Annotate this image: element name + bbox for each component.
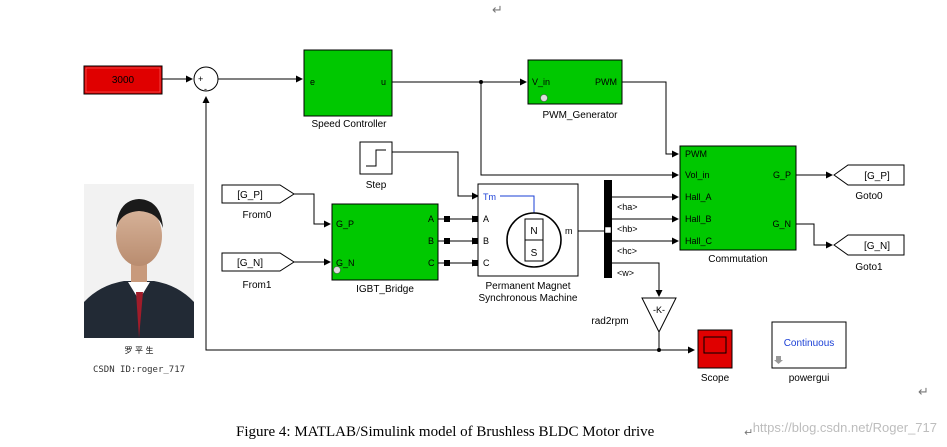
commutation-label: Commutation [708, 254, 767, 265]
sum-block[interactable]: + - [193, 66, 219, 94]
return-mark-top: ↵ [492, 3, 503, 18]
goto0-tag: [G_P] [864, 171, 890, 182]
bus-signal-ha: <ha> [617, 202, 638, 212]
igbt-in-port-gp: G_P [336, 219, 354, 229]
caption-return-mark: ↵ [744, 426, 753, 439]
sum-minus-sign: - [204, 84, 207, 94]
igbt-bridge-label: IGBT_Bridge [356, 284, 414, 295]
commutation-in-pwm: PWM [685, 149, 707, 159]
author-photo: 罗 平 生 CSDN ID:roger_717 [84, 184, 194, 375]
goto1-tag: [G_N] [864, 241, 890, 252]
photo-name: 罗 平 生 [124, 345, 153, 355]
pwm-generator-block[interactable]: V_in PWM PWM_Generator [527, 59, 623, 121]
photo-csdn-id: CSDN ID:roger_717 [93, 365, 185, 375]
bus-signal-hb: <hb> [617, 224, 638, 234]
pwm-generator-out-port: PWM [595, 77, 617, 87]
sum-plus-sign: + [198, 74, 203, 84]
pwm-generator-power-icon [540, 94, 548, 102]
igbt-out-port-b: B [428, 236, 434, 246]
commutation-out-gn: G_N [772, 219, 791, 229]
commutation-in-hall-b: Hall_B [685, 214, 712, 224]
powergui-text: Continuous [784, 338, 835, 349]
from1-block[interactable]: [G_N] From1 [221, 252, 295, 291]
figure-caption: Figure 4: MATLAB/Simulink model of Brush… [236, 424, 655, 440]
step-icon [366, 149, 386, 167]
from0-label: From0 [243, 210, 272, 221]
powergui-label: powergui [789, 373, 830, 384]
gain-label: rad2rpm [591, 316, 628, 327]
goto0-label: Goto0 [855, 191, 883, 202]
powergui-arrow-icon [774, 356, 783, 364]
from1-tag: [G_N] [237, 258, 263, 269]
pmsm-port-a: A [483, 214, 489, 224]
step-label: Step [366, 180, 387, 191]
watermark: https://blog.csdn.net/Roger_717 [753, 420, 937, 435]
bus-selector-block[interactable]: <ha> <hb> <hc> <w> [604, 180, 638, 278]
igbt-out-port-c: C [428, 258, 435, 268]
pmsm-label-line2: Synchronous Machine [479, 293, 578, 304]
return-mark-right: ↵ [918, 385, 929, 400]
speed-controller-in-port: e [310, 77, 315, 87]
from1-label: From1 [243, 280, 272, 291]
goto1-block[interactable]: [G_N] Goto1 [833, 234, 905, 273]
constant-value: 3000 [112, 75, 135, 86]
igbt-in-port-gn: G_N [336, 258, 355, 268]
from0-tag: [G_P] [237, 190, 263, 201]
step-block[interactable]: Step [359, 141, 393, 191]
gain-block[interactable]: -K- rad2rpm [591, 297, 677, 334]
speed-controller-label: Speed Controller [311, 119, 387, 130]
commutation-in-hall-a: Hall_A [685, 192, 712, 202]
speed-controller-out-port: u [381, 77, 386, 87]
pwm-generator-label: PWM_Generator [542, 110, 618, 121]
pmsm-block[interactable]: Tm A B C m N S Permanent Magnet Synchron… [472, 183, 579, 304]
commutation-out-gp: G_P [773, 170, 791, 180]
scope-screen-icon [703, 336, 727, 354]
powergui-block[interactable]: Continuous powergui [771, 321, 847, 384]
pmsm-port-c: C [483, 258, 490, 268]
igbt-power-icon [333, 266, 341, 274]
pmsm-pole-n: N [530, 226, 537, 237]
scope-block[interactable]: Scope [697, 329, 733, 384]
pmsm-port-m: m [565, 226, 573, 236]
pmsm-label-line1: Permanent Magnet [485, 281, 570, 292]
pmsm-port-b: B [483, 236, 489, 246]
commutation-block[interactable]: PWM Vol_in Hall_A Hall_B Hall_C G_P G_N … [679, 145, 797, 265]
commutation-in-vol: Vol_in [685, 170, 710, 180]
gain-value: -K- [653, 305, 665, 315]
bus-signal-hc: <hc> [617, 246, 637, 256]
pwm-generator-in-port: V_in [532, 77, 550, 87]
bus-signal-w: <w> [617, 268, 634, 278]
igbt-bridge-block[interactable]: G_P G_N A B C IGBT_Bridge [331, 203, 450, 295]
speed-controller-block[interactable]: e u Speed Controller [303, 49, 393, 130]
goto0-block[interactable]: [G_P] Goto0 [833, 164, 905, 202]
igbt-out-port-a: A [428, 214, 434, 224]
scope-label: Scope [701, 373, 730, 384]
goto1-label: Goto1 [855, 262, 883, 273]
commutation-in-hall-c: Hall_C [685, 236, 713, 246]
constant-block[interactable]: 3000 [83, 65, 163, 95]
pmsm-pole-s: S [531, 248, 538, 259]
pmsm-port-tm: Tm [483, 192, 496, 202]
from0-block[interactable]: [G_P] From0 [221, 184, 295, 221]
